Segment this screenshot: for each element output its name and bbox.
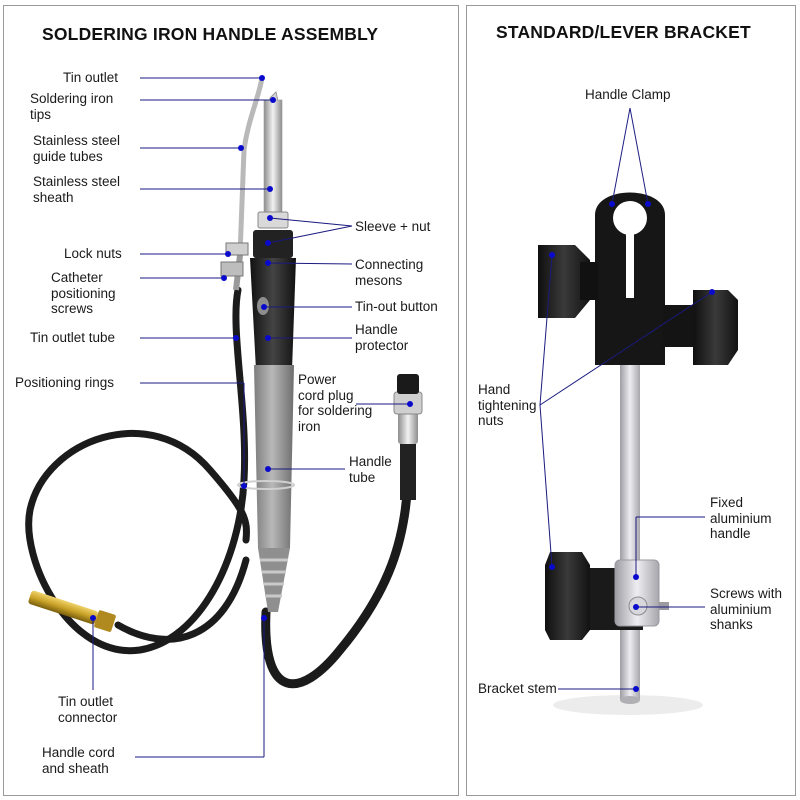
label-tin-out-button: Tin-out button	[355, 299, 438, 314]
handle-cord	[261, 475, 413, 689]
label-tightening-nuts: Hand tightening nuts	[478, 382, 537, 428]
label-power-plug: Power cord plug for soldering iron	[298, 372, 373, 434]
power-cord-plug	[393, 374, 423, 500]
label-handle-protector: Handle protector	[355, 322, 409, 353]
label-lock-nuts: Lock nuts	[64, 246, 122, 261]
stem-shadow	[553, 695, 703, 715]
steel-sheath	[263, 99, 283, 221]
nut	[253, 230, 293, 258]
label-catheter-screws: Catheter positioning screws	[51, 270, 116, 316]
positioning-ring	[237, 480, 295, 490]
tin-outlet-cord-end	[114, 556, 250, 643]
left-panel-title: SOLDERING IRON HANDLE ASSEMBLY	[42, 24, 379, 44]
lower-alu-block	[614, 559, 660, 627]
tin-outlet-connector	[28, 590, 116, 632]
right-upper-knob	[693, 290, 738, 365]
label-positioning-rings: Positioning rings	[15, 375, 115, 390]
label-bracket-stem: Bracket stem	[478, 681, 557, 696]
label-connecting-mesons: Connecting mesons	[355, 257, 424, 288]
label-tin-outlet-tube: Tin outlet tube	[30, 330, 116, 345]
lower-knob	[545, 552, 590, 640]
soldering-iron-drawing	[25, 75, 423, 689]
sleeve	[257, 211, 289, 229]
label-handle-tube: Handle tube	[349, 454, 392, 485]
label-tin-outlet: Tin outlet	[63, 70, 119, 85]
right-panel-title: STANDARD/LEVER BRACKET	[496, 22, 751, 42]
label-tin-outlet-connector: Tin outlet connector	[58, 694, 118, 725]
label-sleeve-nut: Sleeve + nut	[355, 219, 431, 234]
right-callout-dots	[549, 201, 715, 692]
handle-protector-body	[250, 258, 296, 370]
label-handle-cord: Handle cord and sheath	[42, 745, 115, 776]
handle-tube-body	[254, 365, 294, 548]
guide-tube	[237, 75, 265, 258]
clamp-slot	[626, 218, 634, 298]
bracket-drawing	[538, 192, 738, 715]
catheter-screws	[220, 261, 244, 277]
strain-relief	[258, 548, 290, 612]
label-steel-sheath: Stainless steel sheath	[33, 174, 121, 205]
label-handle-clamp: Handle Clamp	[585, 87, 671, 102]
label-screws-shanks: Screws with aluminium shanks	[710, 586, 783, 632]
label-iron-tips: Soldering iron tips	[30, 91, 114, 122]
right-callouts	[539, 107, 713, 690]
left-callout-dots	[90, 75, 413, 621]
left-callouts	[92, 77, 410, 758]
soldering-iron-panel	[3, 5, 459, 796]
lock-nuts	[225, 242, 249, 256]
label-guide-tubes: Stainless steel guide tubes	[33, 133, 121, 164]
label-fixed-handle: Fixed aluminium handle	[710, 495, 772, 541]
tin-outlet-tube-cord	[25, 286, 250, 655]
